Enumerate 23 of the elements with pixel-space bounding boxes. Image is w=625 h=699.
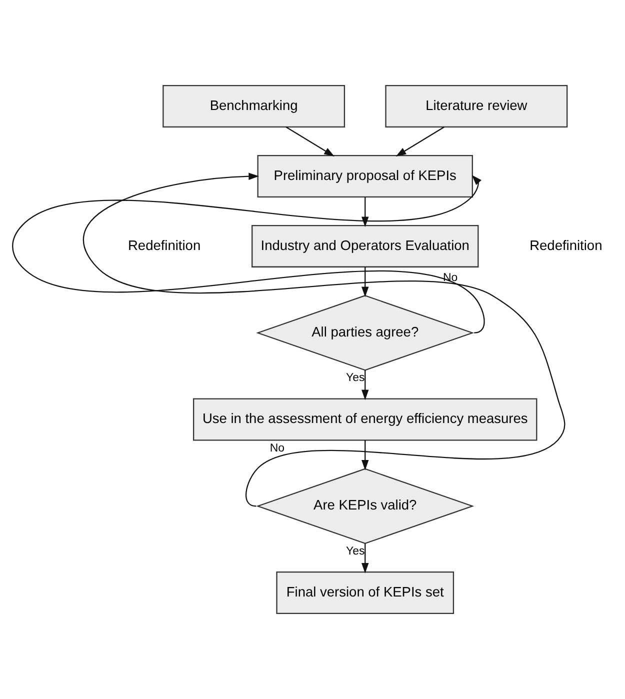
edge-label: Yes xyxy=(346,372,365,384)
node-diamond: All parties agree? xyxy=(256,294,474,371)
node-box: Preliminary proposal of KEPIs xyxy=(257,155,473,198)
label: Redefinition xyxy=(530,238,602,253)
node-box: Final version of KEPIs set xyxy=(276,572,454,614)
arrow xyxy=(84,172,566,507)
arrow xyxy=(362,266,369,298)
edge-label: No xyxy=(270,442,285,454)
edge-label: Yes xyxy=(346,545,365,558)
arrow xyxy=(362,370,369,400)
arrow xyxy=(396,126,445,156)
node-diamond: Are KEPIs valid? xyxy=(256,468,474,544)
node-box: Literature review xyxy=(385,85,568,128)
arrow xyxy=(362,440,369,470)
label: Redefinition xyxy=(128,238,201,253)
arrow xyxy=(286,126,334,156)
node-box: Industry and Operators Evaluation xyxy=(252,225,479,268)
edge-label: No xyxy=(442,272,458,284)
node-box: Benchmarking xyxy=(162,85,346,128)
arrow xyxy=(12,174,484,334)
arrow xyxy=(362,544,369,574)
arrow xyxy=(362,196,369,228)
node-box: Use in the assessment of energy efficiency measures xyxy=(193,398,538,441)
